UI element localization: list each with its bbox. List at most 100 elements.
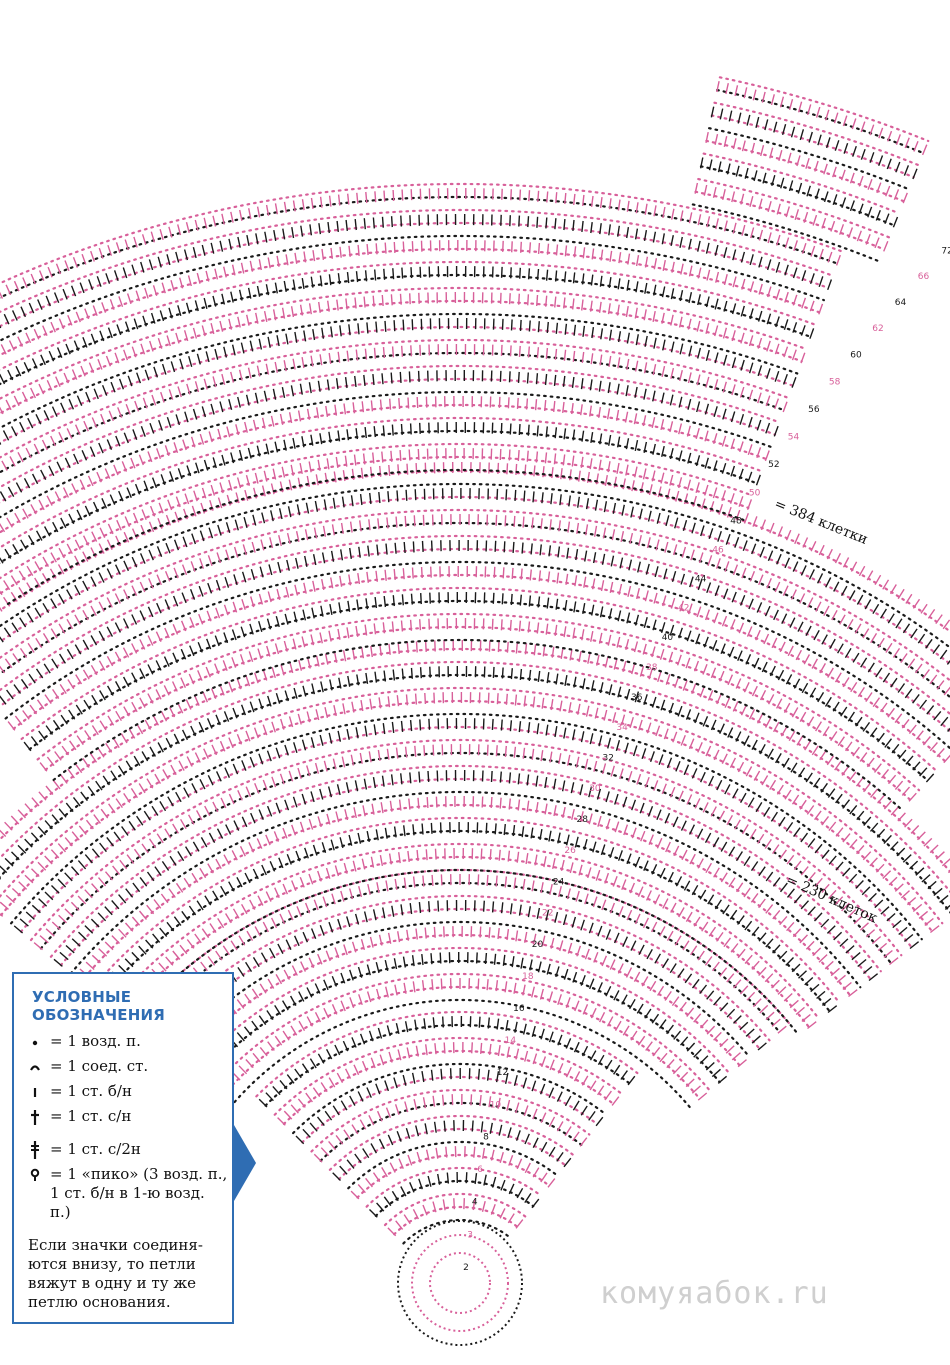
fan-upper-stitches <box>0 187 841 299</box>
legend-list: = 1 возд. п. = 1 соед. ст. = 1 ст. б/н =… <box>28 1032 228 1228</box>
fan-top-strip-stitches <box>716 81 928 156</box>
fan-middle-b-stitches <box>0 691 940 934</box>
fan-middle-b-row <box>69 790 862 989</box>
fan-middle-b-row <box>0 647 950 874</box>
row-number: 18 <box>522 972 534 982</box>
fan-middle-b-row <box>0 660 950 894</box>
fan-upper-stitches <box>0 239 824 355</box>
fan-upper-row <box>0 260 817 371</box>
fan-middle-b-row <box>119 855 811 1029</box>
fan-middle-b-stitches <box>0 639 950 874</box>
fan-upper-row <box>0 377 777 504</box>
legend-item-chain: = 1 возд. п. <box>28 1032 228 1051</box>
row-number: 10 <box>490 1100 502 1110</box>
fan-upper-row <box>6 468 745 606</box>
fan-middle-a-row <box>191 972 711 1115</box>
fan-upper-row <box>0 286 808 400</box>
fan-top-strip-stitches <box>694 182 889 252</box>
fan-middle-b-row <box>19 725 913 949</box>
row-number: 56 <box>808 405 820 415</box>
fan-middle-a-row <box>181 959 721 1107</box>
fan-top-strip-row <box>699 165 896 227</box>
legend-note: Если значки соединя-ются внизу, то петли… <box>28 1236 203 1311</box>
fan-middle-c-row <box>20 586 938 772</box>
fan-top-strip-row <box>691 203 881 263</box>
fan-middle-b-row <box>9 712 923 941</box>
fan-middle-b-stitches <box>73 795 858 998</box>
fan-top-strip-row <box>707 127 910 191</box>
row-number: 38 <box>646 663 658 673</box>
legend-item-picot: = 1 «пико» (3 возд. п., 1 ст. б/н в 1-ю … <box>28 1165 228 1222</box>
fan-upper-row <box>0 273 812 386</box>
fan-lower-stitches <box>387 1198 524 1237</box>
fan-upper-stitches <box>0 421 761 564</box>
fan-middle-b-row <box>39 751 893 965</box>
fan-lower-row <box>383 1192 527 1227</box>
fan-lower-row <box>319 1101 583 1162</box>
fan-middle-b-stitches <box>53 769 879 982</box>
fan-middle-c-row <box>0 469 950 633</box>
fan-lower-row <box>356 1153 551 1199</box>
fan-middle-b-row <box>49 764 882 973</box>
center-ring-outer <box>397 1220 523 1346</box>
fan-middle-c-row <box>0 547 950 733</box>
legend-item-double-crochet: = 1 ст. с/н <box>28 1107 228 1126</box>
fan-upper-row <box>0 234 826 342</box>
fan-top-strip-row <box>705 139 906 203</box>
fan-lower-row <box>337 1127 567 1181</box>
legend-item-text: = 1 ст. с/н <box>50 1107 132 1125</box>
fan-middle-b-row <box>0 699 934 933</box>
row-number: 48 <box>730 517 742 527</box>
row-number: 24 <box>553 877 565 887</box>
fan-middle-a-row <box>202 985 701 1122</box>
fan-middle-c-row <box>36 612 921 792</box>
fan-middle-c-row <box>0 534 950 716</box>
fan-upper-stitches <box>0 447 753 596</box>
fan-upper-row <box>0 182 843 285</box>
fan-top-strip-row <box>716 88 925 155</box>
row-number: 36 <box>631 693 643 703</box>
center-ring-inner <box>429 1252 491 1314</box>
fan-middle-c-stitches <box>0 514 950 696</box>
legend-item-slip-stitch: = 1 соед. ст. <box>28 1057 228 1076</box>
fan-lower-stitches <box>295 1068 604 1145</box>
fan-top-strip-row <box>718 76 930 143</box>
fan-upper-row <box>0 338 790 459</box>
chain-icon <box>32 1040 38 1046</box>
row-number: 16 <box>513 1004 525 1014</box>
fan-upper-row <box>0 442 754 580</box>
fan-middle-c-stitches <box>39 617 917 802</box>
fan-middle-c-row <box>0 508 950 682</box>
legend-pointer-arrow <box>234 1125 256 1201</box>
row-number: 40 <box>662 633 674 643</box>
fan-upper-stitches <box>0 265 815 385</box>
row-number: 46 <box>712 545 724 555</box>
row-number: 50 <box>749 488 761 498</box>
fan-upper-row <box>0 247 821 357</box>
fan-top-strip-stitches <box>705 131 908 204</box>
fan-middle-c-stitches <box>23 591 935 783</box>
row-number: 64 <box>895 298 907 308</box>
fan-top-strip-row <box>713 101 920 167</box>
fan-middle-a-row <box>170 946 731 1100</box>
legend-item-text: = 1 ст. с/2н <box>50 1140 141 1158</box>
fan-lower-row <box>347 1140 559 1190</box>
fan-lower-stitches <box>258 1015 636 1108</box>
row-number: 4 <box>472 1198 478 1208</box>
fan-lower-row <box>328 1114 575 1171</box>
fan-upper-row <box>0 403 768 534</box>
row-number: 34 <box>616 723 628 733</box>
row-number: 66 <box>918 272 930 282</box>
fan-middle-b-row <box>129 868 800 1037</box>
row-number: 12 <box>497 1068 508 1078</box>
fan-top-strip-row <box>694 190 886 251</box>
fan-middle-c-stitches <box>0 487 950 665</box>
treble-crochet-icon <box>31 1141 39 1159</box>
fan-top-strip-row <box>702 152 901 215</box>
legend-item-text: = 1 «пико» (3 возд. п., 1 ст. б/н в 1-ю … <box>50 1165 228 1221</box>
legend-item-text: = 1 возд. п. <box>50 1032 141 1050</box>
row-number: 26 <box>564 846 576 856</box>
slip-stitch-icon <box>30 1065 40 1071</box>
row-number: 52 <box>768 460 779 470</box>
fan-upper-row <box>0 312 799 430</box>
